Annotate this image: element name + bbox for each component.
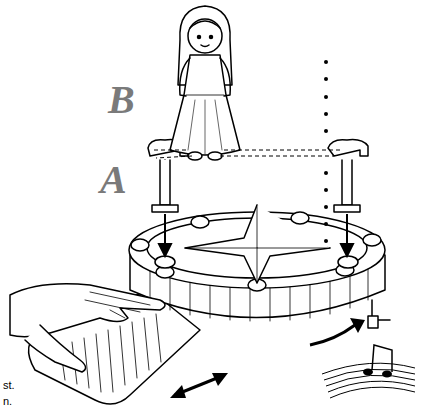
note-text: st. <box>3 380 15 391</box>
part-letter: A <box>100 160 127 200</box>
note-text: n. <box>3 396 12 407</box>
part-letter: B <box>108 80 135 120</box>
